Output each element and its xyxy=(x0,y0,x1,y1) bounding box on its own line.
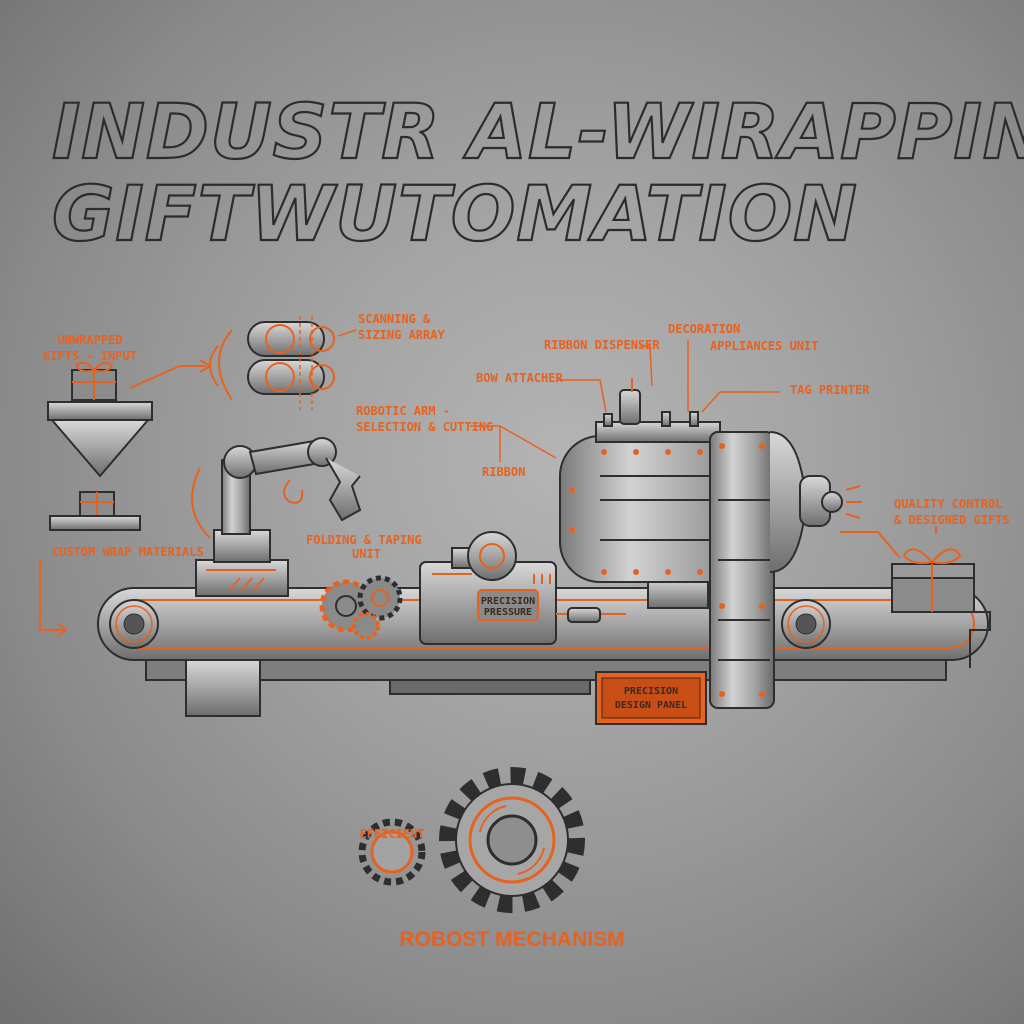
label-quality-1: QUALITY CONTROL xyxy=(894,497,1002,511)
label-scanning-1: SCANNING & xyxy=(358,312,431,326)
annotations: UNWRAPPED GIFTS - INPUT SCANNING & SIZIN… xyxy=(43,312,1010,561)
robotic-arm xyxy=(191,437,362,597)
title-line-2: GIFTWUTOMATION xyxy=(52,169,858,258)
label-input-1: UNWRAPPED xyxy=(57,333,122,347)
label-ribbon: RIBBON xyxy=(482,465,525,479)
label-robotic-arm-1: ROBOTIC ARM - xyxy=(356,404,450,418)
label-folding-2: UNIT xyxy=(352,547,381,561)
label-scanning-2: SIZING ARRAY xyxy=(358,328,445,342)
input-hopper xyxy=(47,359,212,531)
machine-plate-line-2: PRESSURE xyxy=(484,607,532,618)
machine-plate-line-1: PRECISION xyxy=(481,596,535,607)
label-input-2: GIFTS - INPUT xyxy=(43,349,137,363)
mechanism-emblem: EFFICIENT ROBOST MECHANISM xyxy=(358,767,625,951)
label-bow-attacher: BOW ATTACHER xyxy=(476,371,563,385)
label-folding-1: FOLDING & TAPING xyxy=(306,533,422,547)
control-panel-line-2: DESIGN PANEL xyxy=(615,700,687,711)
small-gear-icon xyxy=(370,830,414,874)
label-robotic-arm-2: SELECTION & CUTTING xyxy=(356,420,493,434)
folding-taping-unit: PRECISION PRESSURE xyxy=(419,531,626,645)
label-tag-printer: TAG PRINTER xyxy=(790,383,870,397)
label-quality-2: & DESIGNED GIFTS xyxy=(894,513,1010,527)
label-decoration-1: DECORATION xyxy=(668,322,740,336)
decoration-machine xyxy=(559,378,862,709)
label-efficient: EFFICIENT xyxy=(359,827,424,841)
bow-nozzle xyxy=(619,389,641,425)
leader-lines xyxy=(39,340,780,637)
label-robust-mechanism: ROBOST MECHANISM xyxy=(399,928,624,951)
control-panel-line-1: PRECISION xyxy=(624,686,678,697)
scanning-array xyxy=(209,316,357,410)
funnel-icon xyxy=(49,419,151,478)
output-gift xyxy=(840,526,975,613)
label-ribbon-dispenser: RIBBON DISPENSER xyxy=(544,338,660,352)
label-decoration-2: APPLIANCES UNIT xyxy=(710,339,818,353)
label-materials: CUSTOM WRAP MATERIALS xyxy=(52,545,204,559)
title-line-1: INDUSTR AL-WIRAPPING xyxy=(52,87,1024,176)
gear-train xyxy=(319,575,403,640)
title-block: INDUSTR AL-WIRAPPING GIFTWUTOMATION xyxy=(51,86,1024,259)
